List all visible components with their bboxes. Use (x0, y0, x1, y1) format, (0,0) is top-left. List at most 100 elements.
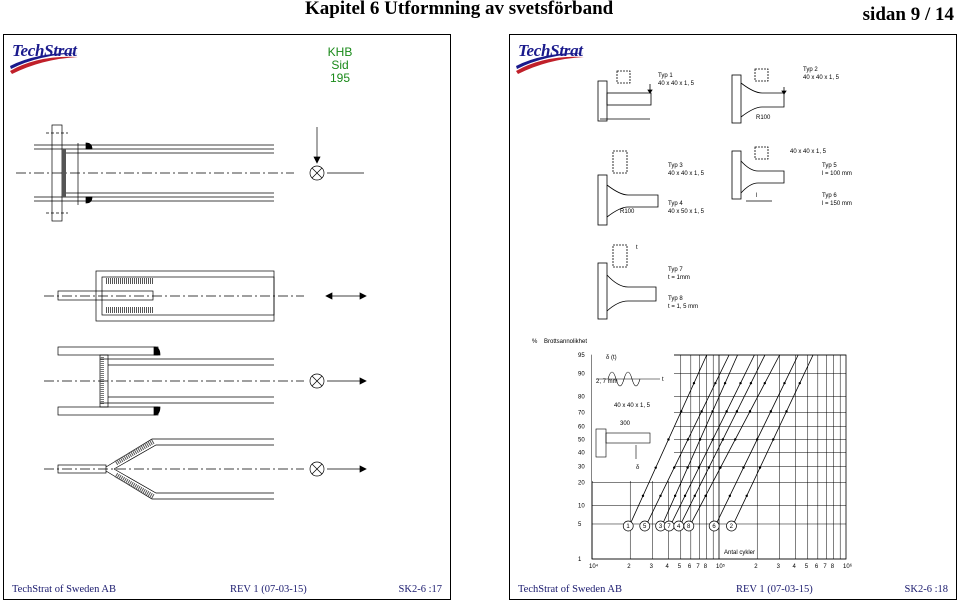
y-tick-label: 90 (578, 372, 585, 378)
typ5-dim: l = 100 mm (822, 171, 852, 177)
series-marker (683, 520, 695, 532)
typ7-label: Typ 7 (668, 267, 683, 273)
series-point (659, 494, 662, 498)
typ3-label: Typ 3 (668, 163, 683, 169)
typ2-label: Typ 2 (803, 67, 818, 73)
typ6-label: Typ 6 (822, 193, 837, 199)
series-point (692, 381, 696, 385)
x-tick-label: 3 (777, 564, 781, 570)
series-marker (726, 520, 737, 532)
top-dim: 40 x 40 x 1, 5 (790, 149, 827, 155)
series-point (769, 410, 773, 413)
x-tick-label: 6 (815, 564, 819, 570)
ref-line-1: KHB (327, 45, 353, 59)
footer-company: TechStrat of Sweden AB (518, 584, 622, 595)
series-label: 2 (730, 524, 734, 530)
x-tick-label: 5 (678, 564, 682, 570)
series-point (749, 381, 753, 385)
series-point (698, 438, 702, 441)
typ8-dim: t = 1, 5 mm (668, 304, 698, 310)
typ8-label: Typ 8 (668, 296, 683, 302)
series-point (785, 410, 788, 413)
slide-left: TechStrat KHB Sid 195 (3, 34, 451, 600)
series-point (641, 494, 645, 498)
weld-figure-4 (44, 438, 367, 500)
specimen-typ-5-6: l 40 x 40 x 1, 5 Typ 5 l = 100 mm Typ 6 … (731, 146, 852, 207)
series-label: 5 (643, 524, 647, 530)
y-tick-label: 30 (578, 464, 585, 470)
series-label: 1 (626, 524, 630, 530)
y-tick-label: 60 (578, 424, 585, 430)
specimen-typ-1: Typ 1 40 x 40 x 1, 5 (597, 70, 695, 122)
logo-swoosh-icon (10, 52, 78, 74)
footer-revision: REV 1 (07-03-15) (736, 584, 813, 595)
series-point (734, 438, 737, 441)
footer-code: SK2-6 :17 (398, 584, 442, 595)
y-tick-label: 20 (578, 481, 585, 487)
inset-profile: 40 x 40 x 1, 5 (614, 403, 651, 409)
logo-text: TechStrat (518, 41, 583, 60)
series-point (704, 494, 707, 498)
y-tick-label: 40 (578, 451, 585, 457)
typ2-dim: 40 x 40 x 1, 5 (803, 75, 840, 81)
series-point (654, 466, 657, 469)
series-point (673, 494, 677, 498)
series-point (758, 466, 762, 469)
series-point (680, 410, 683, 413)
series-point (742, 466, 745, 469)
chart-xlabel: Antal cykler (724, 550, 755, 556)
specimen-typ-7-8: t Typ 7 t = 1mm Typ 8 t = 1, 5 mm (597, 244, 698, 320)
logo-text: TechStrat (12, 41, 77, 60)
series-point (745, 494, 748, 498)
series-point (755, 438, 759, 441)
r100-label-mid: R100 (620, 209, 635, 215)
series-point (763, 381, 766, 385)
typ4-label: Typ 4 (668, 201, 683, 207)
y-tick-label: 5 (578, 522, 582, 528)
t-label: t (636, 245, 638, 251)
series-marker (639, 520, 651, 532)
specimen-type-drawings: Typ 1 40 x 40 x 1, 5 Typ 2 40 x 40 x 1, … (597, 67, 852, 320)
typ5-label: Typ 5 (822, 163, 837, 169)
series-point (667, 438, 670, 441)
weld-figure-3 (44, 346, 367, 416)
inset-length: 300 (620, 421, 631, 427)
series-point (686, 438, 690, 441)
series-label: 3 (659, 524, 663, 530)
r100-label-top: R100 (756, 115, 771, 121)
x-tick-label: 3 (650, 564, 654, 570)
series-point (783, 381, 786, 385)
series-label: 6 (712, 524, 716, 530)
typ1-dim: 40 x 40 x 1, 5 (658, 81, 695, 87)
series-marker (708, 520, 720, 532)
specimen-typ-3-4: Typ 3 40 x 40 x 1, 5 Typ 4 40 x 50 x 1, … (597, 150, 705, 226)
series-point (748, 410, 752, 413)
x-tick-label: 10⁶ (843, 563, 853, 570)
inset-delta: δ (636, 465, 640, 471)
typ4-dim: 40 x 50 x 1, 5 (668, 209, 705, 215)
techstrat-logo: TechStrat (8, 41, 80, 77)
x-tick-label: 5 (805, 564, 809, 570)
slide-right: TechStrat Typ 1 40 x 40 x 1, 5 Typ 2 40 … (509, 34, 957, 600)
series-point (693, 494, 696, 498)
series-point (739, 381, 742, 385)
series-point (686, 466, 689, 469)
series-point (673, 466, 676, 469)
series-point (798, 381, 801, 385)
specimen-typ-2: Typ 2 40 x 40 x 1, 5 R100 (731, 67, 840, 124)
x-tick-label: 7 (696, 564, 700, 570)
series-point (683, 494, 687, 498)
l-label: l (756, 193, 757, 199)
series-point (723, 381, 727, 385)
techstrat-logo: TechStrat (514, 41, 586, 77)
inset-t-axis: t (662, 377, 664, 383)
y-tick-label: 10 (578, 503, 585, 509)
series-point (772, 438, 775, 441)
series-point (721, 438, 725, 441)
logo-swoosh-icon (516, 52, 584, 74)
inset-delta-t: δ (t) (606, 355, 617, 361)
series-point (719, 466, 722, 469)
series-point (725, 410, 728, 413)
y-tick-label: 50 (578, 437, 585, 443)
